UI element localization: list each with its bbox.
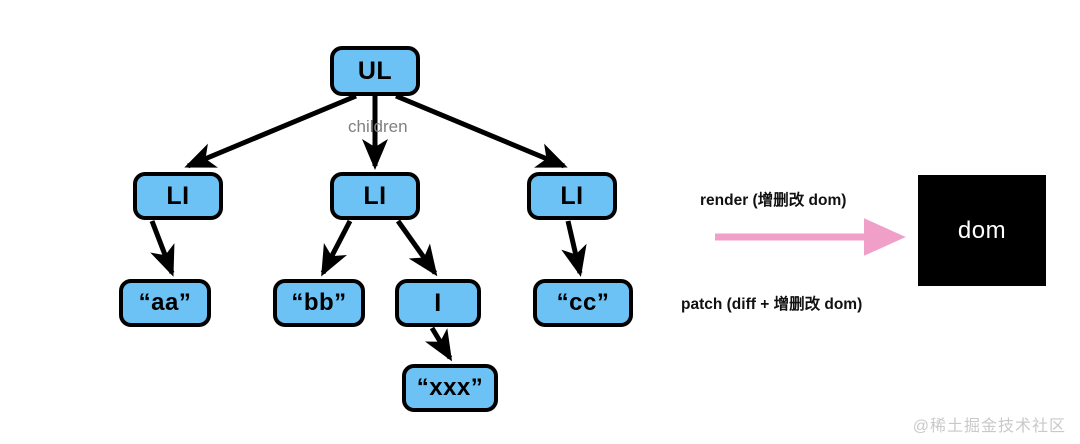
node-text-xxx[interactable]: “xxx” xyxy=(402,364,498,412)
edge-li2-bb xyxy=(320,219,353,277)
node-text-bb[interactable]: “bb” xyxy=(273,279,365,327)
edge-li3-cc xyxy=(561,220,587,277)
node-text-cc[interactable]: “cc” xyxy=(533,279,633,327)
edge-li1-aa xyxy=(149,220,175,277)
node-i[interactable]: I xyxy=(395,279,481,327)
node-li-1[interactable]: LI xyxy=(133,172,223,220)
watermark: @稀土掘金技术社区 xyxy=(912,418,1066,435)
node-li-2[interactable]: LI xyxy=(330,172,420,220)
render-label: render (增删改 dom) xyxy=(700,192,847,209)
dom-box[interactable]: dom xyxy=(918,175,1046,286)
edge-i-xxx xyxy=(424,326,453,362)
edge-li2-i xyxy=(395,219,438,277)
patch-label: patch (diff + 增删改 dom) xyxy=(681,296,863,313)
node-li-3[interactable]: LI xyxy=(527,172,617,220)
edge-ul-li1 xyxy=(184,93,357,169)
edge-label-children: children xyxy=(348,117,408,136)
dom-box-label: dom xyxy=(957,216,1007,244)
node-ul[interactable]: UL xyxy=(330,46,420,96)
edge-ul-li3 xyxy=(395,93,568,169)
node-text-aa[interactable]: “aa” xyxy=(119,279,211,327)
